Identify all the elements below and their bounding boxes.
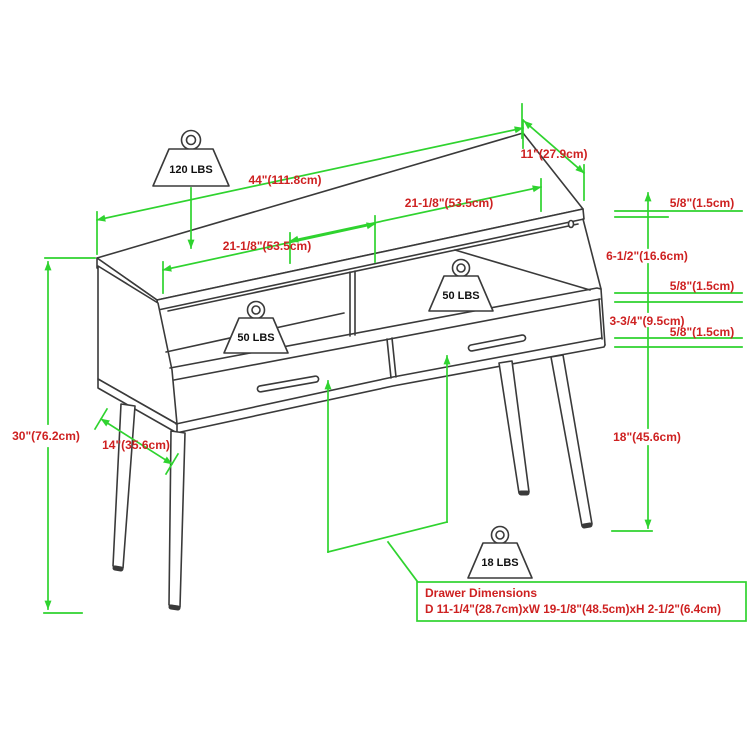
weight-label-drawer: 18 LBS <box>481 557 518 569</box>
dim-top-width <box>95 119 525 255</box>
drawer-dimensions-callout: Drawer Dimensions D 11-1/4"(28.7cm)xW 19… <box>416 581 747 622</box>
callout-title: Drawer Dimensions <box>425 586 537 600</box>
dim-top-depth <box>521 103 586 201</box>
label-top-depth: 11"(27.9cm) <box>520 147 587 161</box>
right-cubby-interior-line <box>454 249 591 291</box>
label-opening-right: 21-1/8"(53.5cm) <box>405 196 493 210</box>
label-shelf-thickness: 5/8"(1.5cm) <box>670 279 734 293</box>
drawer-gap <box>386 337 397 379</box>
shelf-front-line <box>169 287 602 369</box>
label-opening-left: 21-1/8"(53.5cm) <box>223 239 311 253</box>
front-left-leg <box>168 430 186 608</box>
weight-capacity-drawer: 18 LBS <box>467 525 533 579</box>
weight-body-icon <box>428 275 494 312</box>
cam-knob-detail <box>567 219 575 229</box>
front-right-foot <box>581 522 593 529</box>
left-end-panel <box>97 265 178 425</box>
drawer-bottom-line <box>175 337 603 425</box>
label-leg-height: 18"(45.6cm) <box>613 430 681 444</box>
weight-label-left-cubby: 50 LBS <box>237 332 274 344</box>
label-top-thickness: 5/8"(1.5cm) <box>670 196 734 210</box>
drawer-leader-lines <box>324 355 451 583</box>
weight-handle-hole-icon <box>495 530 505 540</box>
weight-handle-hole-icon <box>456 263 466 273</box>
weight-capacity-top: 120 LBS <box>152 129 230 187</box>
right-drawer-handle <box>467 334 527 352</box>
front-left-foot <box>168 604 181 611</box>
label-top-width: 44"(111.8cm) <box>248 173 321 187</box>
weight-body-icon <box>223 317 289 354</box>
label-drawer-face-height: 3-3/4"(9.5cm) <box>609 314 684 328</box>
cubby-divider <box>349 270 356 337</box>
label-overall-height: 30"(76.2cm) <box>12 429 80 443</box>
bottom-board-line <box>175 344 606 434</box>
weight-handle-hole-icon <box>185 134 197 146</box>
weight-label-top: 120 LBS <box>169 164 212 176</box>
rear-left-foot <box>112 565 124 572</box>
label-overall-depth: 14"(35.6cm) <box>102 438 170 452</box>
front-right-leg <box>550 354 593 527</box>
dim-opening-left <box>161 215 377 294</box>
weight-capacity-left-cubby: 50 LBS <box>223 300 289 354</box>
weight-label-right-cubby: 50 LBS <box>442 290 479 302</box>
label-opening-height: 6-1/2"(16.6cm) <box>606 249 688 263</box>
dim-overall-height <box>43 257 96 614</box>
right-dimension-stack <box>611 192 743 532</box>
left-drawer-handle <box>256 375 320 393</box>
callout-dimensions: D 11-1/4"(28.7cm)xW 19-1/8"(48.5cm)xH 2-… <box>425 602 721 616</box>
dimension-labels: 44"(111.8cm) 11"(27.9cm) 21-1/8"(53.5cm)… <box>12 147 734 452</box>
label-bottom-thickness: 5/8"(1.5cm) <box>670 325 734 339</box>
drawer-right-edge <box>598 298 603 340</box>
weight-handle-hole-icon <box>251 305 261 315</box>
callout-box <box>416 581 747 622</box>
weight-body-icon <box>152 148 230 187</box>
rear-right-leg <box>498 360 530 494</box>
weight-capacity-right-cubby: 50 LBS <box>428 258 494 312</box>
weight-body-icon <box>467 542 533 579</box>
dim-overall-depth <box>93 407 180 476</box>
